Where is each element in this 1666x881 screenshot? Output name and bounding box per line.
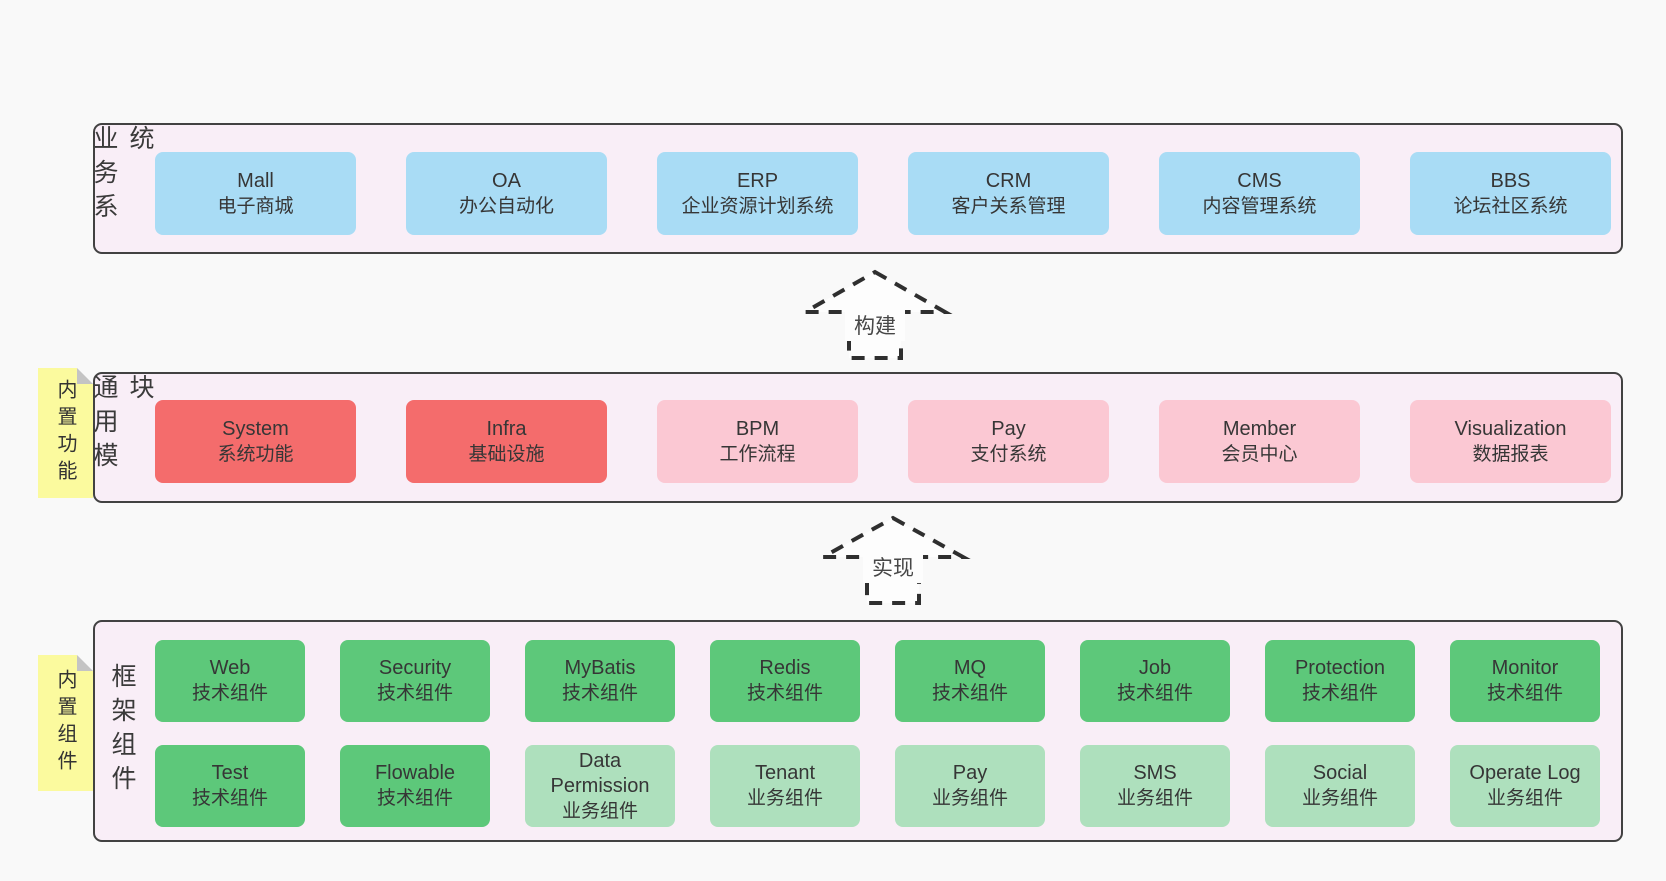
box-test: Test 技术组件	[155, 745, 305, 827]
box-visualization: Visualization 数据报表	[1410, 400, 1611, 483]
box-subtitle: 业务组件	[1116, 788, 1193, 809]
box-mall: Mall 电子商城	[155, 152, 356, 235]
box-title: Security	[378, 657, 452, 679]
layer-components-side-label: 框架组件	[108, 663, 136, 799]
box-subtitle: 支付系统	[970, 443, 1047, 465]
box-subtitle: 技术组件	[376, 788, 453, 809]
box-title: BBS	[1490, 169, 1531, 192]
box-title: Pay	[952, 762, 988, 784]
box-cms: CMS 内容管理系统	[1159, 152, 1360, 235]
build-arrow-label: 构建	[845, 309, 905, 341]
box-crm: CRM 客户关系管理	[908, 152, 1109, 235]
box-subtitle: 企业资源计划系统	[681, 195, 834, 217]
box-mq: MQ 技术组件	[895, 640, 1045, 722]
box-subtitle: 业务组件	[746, 788, 823, 809]
box-title: OA	[492, 169, 521, 192]
box-subtitle: 数据报表	[1472, 443, 1549, 465]
box-member: Member 会员中心	[1159, 400, 1360, 483]
box-subtitle: 内容管理系统	[1202, 195, 1317, 217]
box-subtitle: 办公自动化	[458, 195, 554, 217]
box-subtitle: 技术组件	[1116, 683, 1193, 704]
box-title: Job	[1138, 657, 1172, 679]
box-title: MQ	[953, 657, 987, 679]
layer-common-modules: 通用模块 System 系统功能 Infra 基础设施 BPM 工作流程 Pay…	[90, 372, 1623, 503]
box-title: Tenant	[754, 762, 816, 784]
box-erp: ERP 企业资源计划系统	[657, 152, 858, 235]
box-title: CMS	[1237, 169, 1282, 192]
box-pay-component: Pay 业务组件	[895, 745, 1045, 827]
layer-framework-components: 框架组件 Web 技术组件 Security 技术组件 MyBatis 技术组件…	[93, 620, 1623, 842]
sticky-note-text: 内置功能	[54, 379, 76, 487]
box-subtitle: 电子商城	[217, 195, 294, 217]
box-bbs: BBS 论坛社区系统	[1410, 152, 1611, 235]
box-subtitle: 技术组件	[931, 683, 1008, 704]
sticky-note-built-in-components: 内置组件	[38, 655, 93, 791]
box-bpm: BPM 工作流程	[657, 400, 858, 483]
box-subtitle: 业务组件	[931, 788, 1008, 809]
box-title: ERP	[736, 169, 779, 192]
box-security: Security 技术组件	[340, 640, 490, 722]
box-subtitle: 论坛社区系统	[1453, 195, 1568, 217]
folded-corner-icon	[77, 368, 93, 384]
box-subtitle: 工作流程	[719, 443, 796, 465]
box-title: Protection	[1294, 657, 1386, 679]
box-subtitle: 技术组件	[191, 683, 268, 704]
box-subtitle: 系统功能	[217, 443, 294, 465]
box-title: Infra	[486, 417, 527, 440]
box-title: Web	[209, 657, 251, 679]
box-title: Pay	[991, 417, 1026, 440]
layer-business-side-label: 业务系统	[90, 125, 154, 227]
box-tenant: Tenant 业务组件	[710, 745, 860, 827]
box-job: Job 技术组件	[1080, 640, 1230, 722]
box-title: BPM	[735, 417, 780, 440]
box-title: Mall	[237, 169, 274, 192]
box-protection: Protection 技术组件	[1265, 640, 1415, 722]
box-redis: Redis 技术组件	[710, 640, 860, 722]
box-infra: Infra 基础设施	[406, 400, 607, 483]
box-pay-system: Pay 支付系统	[908, 400, 1109, 483]
box-web: Web 技术组件	[155, 640, 305, 722]
box-subtitle: 基础设施	[468, 443, 545, 465]
layer-modules-side-label: 通用模块	[90, 374, 154, 476]
box-monitor: Monitor 技术组件	[1450, 640, 1600, 722]
box-subtitle: 技术组件	[746, 683, 823, 704]
box-social: Social 业务组件	[1265, 745, 1415, 827]
box-subtitle: 业务组件	[1486, 788, 1563, 809]
box-title: Visualization	[1454, 417, 1567, 440]
box-title: Social	[1312, 762, 1368, 784]
sticky-note-built-in-features: 内置功能	[38, 368, 93, 498]
box-title: CRM	[985, 169, 1032, 192]
sticky-note-text: 内置组件	[54, 669, 76, 777]
box-subtitle: 技术组件	[376, 683, 453, 704]
box-flowable: Flowable 技术组件	[340, 745, 490, 827]
box-title: Member	[1222, 417, 1297, 440]
box-title: Monitor	[1491, 657, 1559, 679]
box-title: Test	[211, 762, 249, 784]
box-title: System	[222, 417, 289, 440]
box-subtitle: 客户关系管理	[951, 195, 1066, 217]
box-subtitle: 业务组件	[561, 800, 638, 822]
box-operate-log: Operate Log 业务组件	[1450, 745, 1600, 827]
box-subtitle: 技术组件	[561, 683, 638, 704]
folded-corner-icon	[77, 655, 93, 671]
box-subtitle: 业务组件	[1301, 788, 1378, 809]
box-system: System 系统功能	[155, 400, 356, 483]
box-sms: SMS 业务组件	[1080, 745, 1230, 827]
box-mybatis: MyBatis 技术组件	[525, 640, 675, 722]
box-title: MyBatis	[564, 657, 636, 679]
box-subtitle: 技术组件	[191, 788, 268, 809]
box-title: Operate Log	[1469, 762, 1581, 784]
box-data-permission: Data Permission 业务组件	[525, 745, 675, 827]
box-subtitle: 技术组件	[1301, 683, 1378, 704]
layer-business-systems: 业务系统 Mall 电子商城 OA 办公自动化 ERP 企业资源计划系统 CRM…	[90, 123, 1623, 254]
box-title: Flowable	[374, 762, 456, 784]
box-title: Redis	[759, 657, 811, 679]
box-oa: OA 办公自动化	[406, 152, 607, 235]
box-subtitle: 技术组件	[1486, 683, 1563, 704]
box-title: Data Permission	[550, 749, 650, 797]
implement-arrow-label: 实现	[863, 551, 923, 583]
box-title: SMS	[1133, 762, 1177, 784]
box-subtitle: 会员中心	[1221, 443, 1298, 465]
